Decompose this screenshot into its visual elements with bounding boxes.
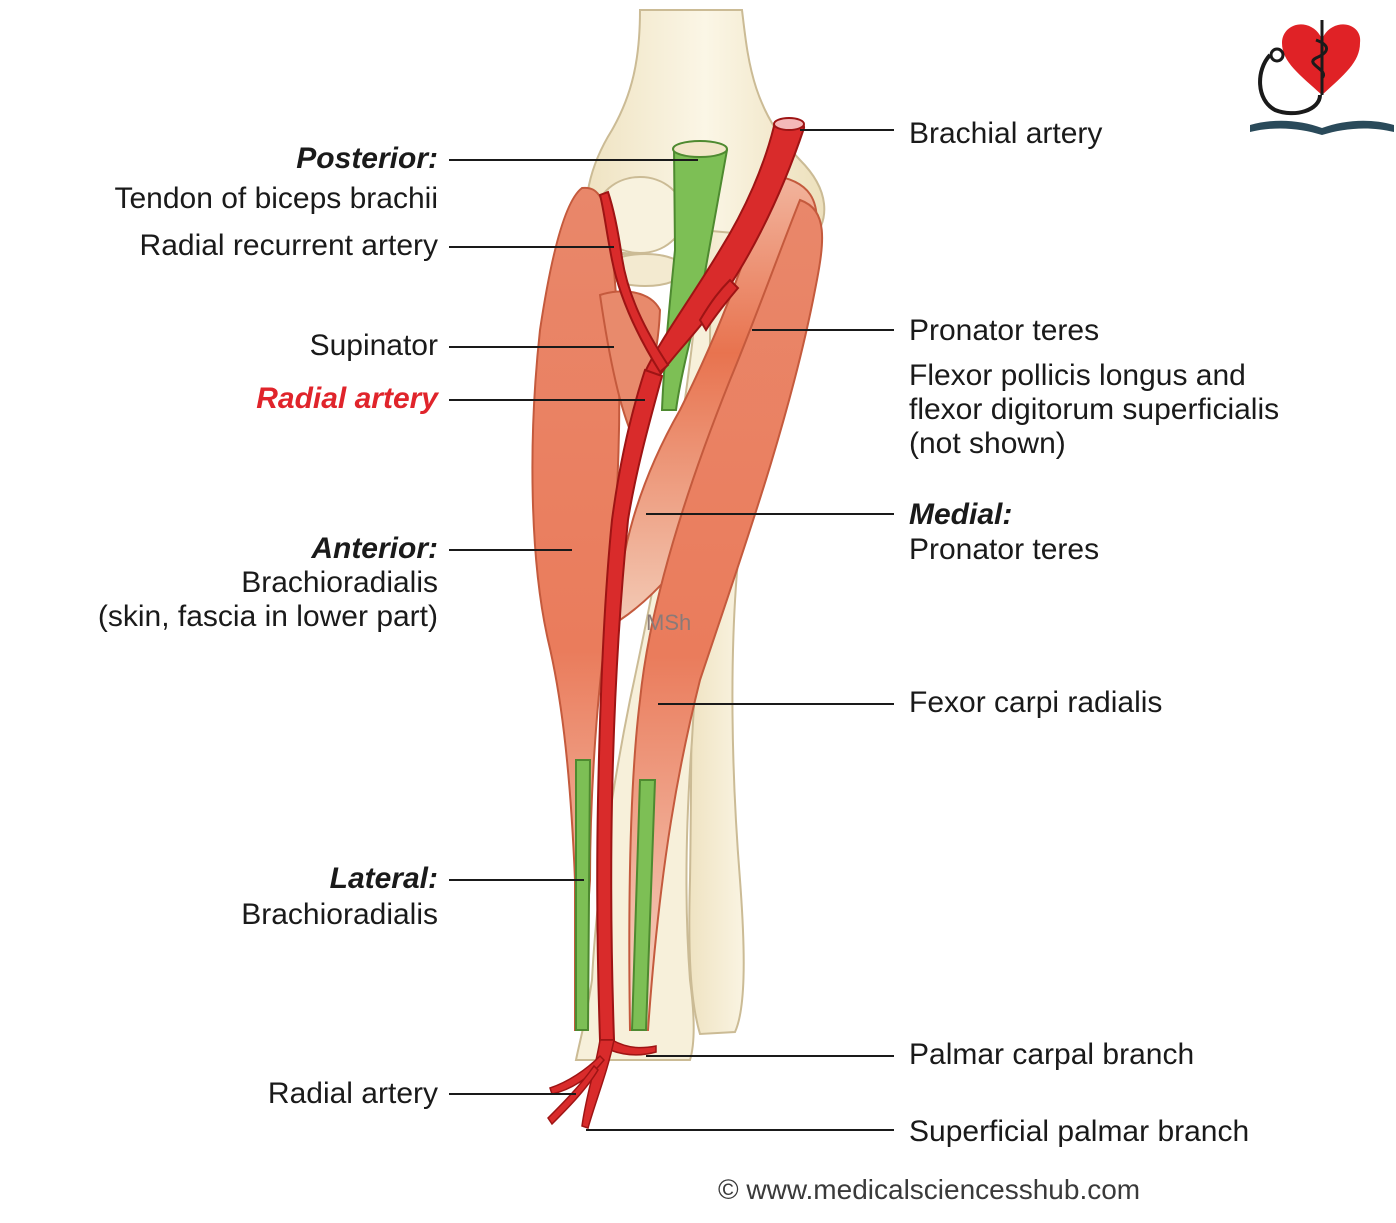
label-supinator: Supinator — [309, 329, 438, 362]
fcr-tendon — [630, 779, 657, 1031]
brachioradialis-tendon — [575, 759, 592, 1031]
label-flexor-line1: Flexor pollicis longus and — [909, 359, 1246, 392]
label-medial-pronator-teres: Pronator teres — [909, 533, 1100, 566]
label-brachial-artery: Brachial artery — [909, 117, 1103, 150]
open-book-icon — [1250, 120, 1394, 135]
biceps-tendon-cut — [672, 140, 728, 158]
copyright-notice: © www.medicalsciencesshub.com — [718, 1174, 1141, 1205]
label-flexor-line2: flexor digitorum superficialis — [909, 393, 1280, 426]
watermark: MSh — [646, 610, 692, 635]
label-posterior-heading: Posterior: — [296, 142, 438, 175]
label-lateral-brachioradialis: Brachioradialis — [241, 898, 438, 931]
radial-recurrent-artery — [598, 190, 670, 374]
label-medial-heading: Medial: — [909, 498, 1013, 531]
label-tendon-of-biceps: Tendon of biceps brachii — [114, 182, 438, 215]
leader-lines — [449, 129, 894, 1131]
stethoscope-chest-icon — [1269, 47, 1285, 63]
label-palmar-carpal-branch: Palmar carpal branch — [909, 1038, 1195, 1071]
label-anterior-brachioradialis: Brachioradialis — [241, 566, 438, 599]
label-lateral-heading: Lateral: — [329, 862, 438, 895]
stethoscope-icon — [1258, 53, 1322, 116]
ulnar-artery — [698, 278, 740, 332]
label-anterior-heading: Anterior: — [311, 532, 438, 565]
flexor-carpi-radialis-muscle — [628, 198, 824, 1031]
brachial-artery-cut — [773, 117, 805, 131]
palmar-carpal-branch — [609, 1038, 657, 1056]
label-fexor-carpi-radialis: Fexor carpi radialis — [909, 686, 1163, 719]
caduceus-icon — [1311, 20, 1328, 95]
label-radial-artery-bottom: Radial artery — [267, 1077, 438, 1110]
label-anterior-skin-fascia: (skin, fascia in lower part) — [97, 600, 438, 633]
label-radial-artery-title: Radial artery — [256, 382, 438, 415]
label-radial-recurrent-artery: Radial recurrent artery — [139, 229, 438, 262]
medical-logo — [1250, 20, 1394, 135]
label-flexor-line3: (not shown) — [909, 427, 1066, 460]
label-superficial-palmar-branch: Superficial palmar branch — [909, 1115, 1250, 1148]
label-pronator-teres: Pronator teres — [909, 314, 1100, 347]
